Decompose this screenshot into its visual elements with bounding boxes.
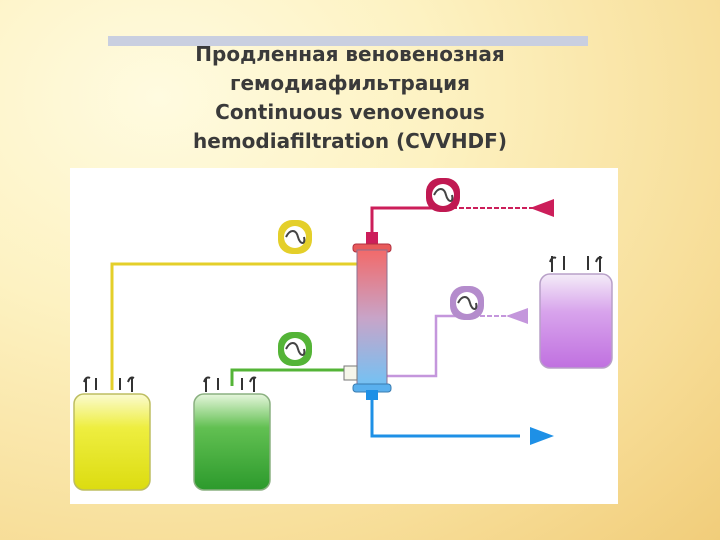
blood-inflow-line [370, 199, 554, 236]
cvvhdf-diagram-svg [73, 178, 613, 491]
title-line-2: гемодиафильтрация [230, 71, 470, 95]
dialysate-pump-icon [278, 332, 312, 366]
replacement-bag-icon [73, 376, 151, 491]
replacement-line [110, 262, 372, 390]
effluent-pump-icon [450, 286, 484, 320]
title-accent-bar [108, 36, 588, 46]
dialysate-bag-icon [193, 376, 271, 491]
effluent-bag-icon [539, 256, 613, 369]
title-line-1: Продленная веновенозная [195, 42, 505, 66]
effluent-arrow-icon [506, 308, 528, 324]
hemofilter-icon [343, 232, 392, 400]
dialysate-line [230, 368, 350, 386]
blood-pump-icon [426, 178, 460, 212]
blood-return-arrow-icon [530, 427, 554, 445]
blood-return-line [370, 398, 554, 445]
blood-inflow-arrow-icon [530, 199, 554, 217]
title-line-3: Continuous venovenous [215, 100, 485, 124]
title-line-4: hemodiafiltration (CVVHDF) [193, 129, 507, 153]
cvvhdf-diagram [70, 168, 618, 504]
slide-title: Продленная веновенозная гемодиафильтраци… [150, 40, 550, 156]
replacement-pump-icon [278, 220, 312, 254]
